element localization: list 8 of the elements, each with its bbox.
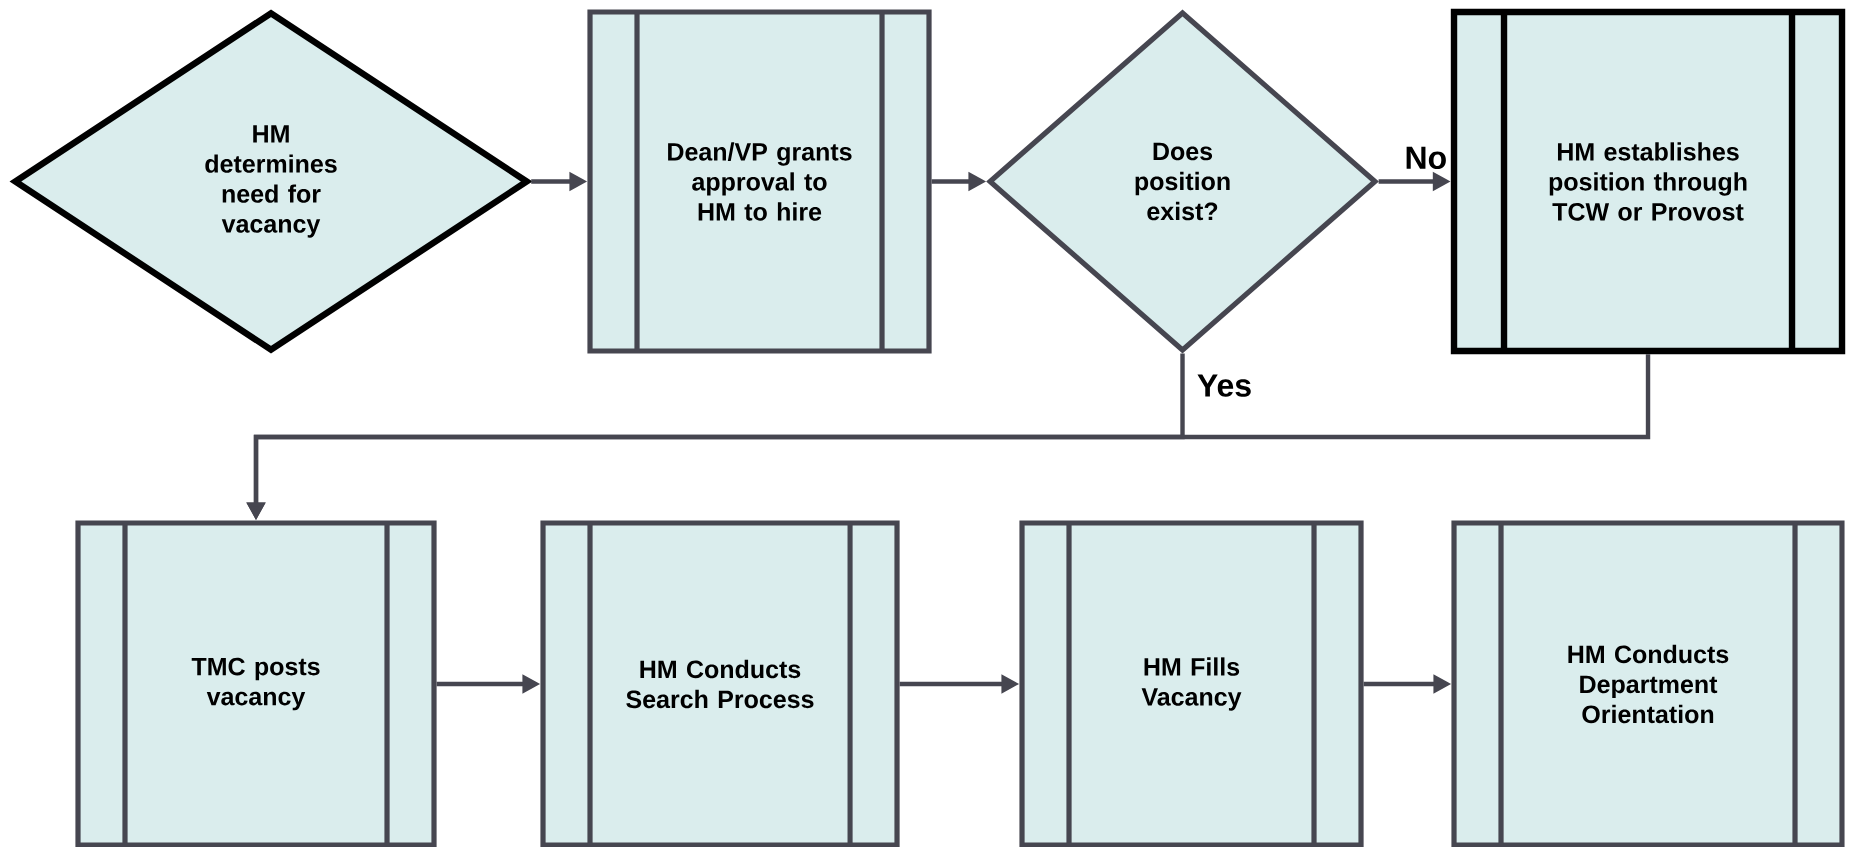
process-box: HM Conducts Search Process — [540, 520, 900, 847]
process-box: HM Fills Vacancy — [1019, 520, 1364, 847]
process-box: TMC posts vacancy — [75, 520, 437, 847]
edge-label: Yes — [1194, 372, 1255, 399]
process-box: Dean/VP grants approval to HM to hire — [587, 9, 932, 354]
process-box: HM Conducts Department Orientation — [1451, 520, 1845, 847]
process-box: HM establishes position through TCW or Provost — [1450, 8, 1846, 355]
edge-label: No — [1402, 144, 1450, 172]
